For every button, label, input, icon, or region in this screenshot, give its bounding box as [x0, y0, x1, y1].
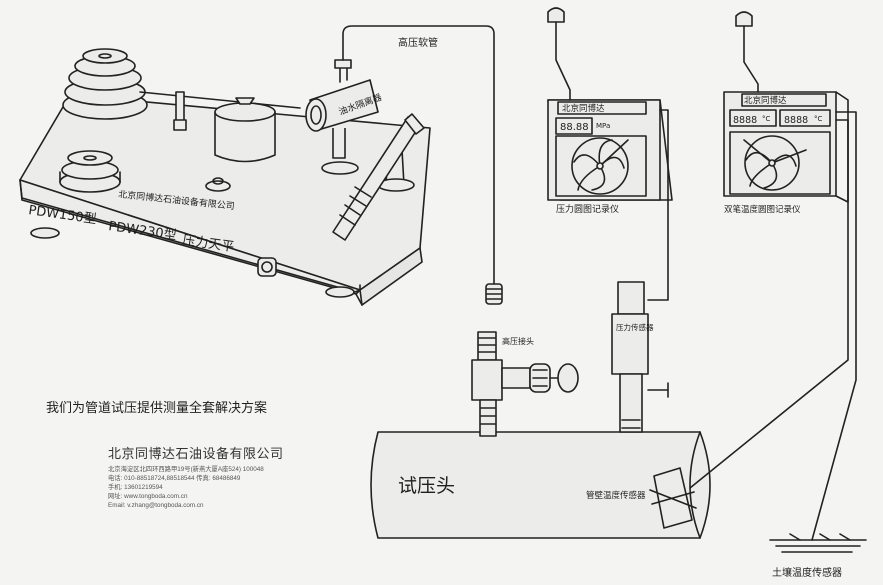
contact-address: 北京海淀区北四环西路甲19号(新燕大厦A座524) 100048 — [108, 465, 308, 474]
pressure-unit: MPa — [596, 122, 610, 130]
pressure-recorder-label: 压力圆图记录仪 — [556, 203, 619, 215]
temperature-recorder — [690, 12, 856, 540]
pressure-balance-device — [20, 49, 430, 305]
test-head-label: 试压头 — [398, 475, 455, 497]
contact-mobile: 手机: 13601219594 — [108, 483, 308, 492]
pressure-reading: 88.88 — [560, 122, 589, 133]
contact-phone: 电话: 010-88518724,88518544 传真: 68486849 — [108, 474, 308, 483]
contact-block: 北京同博达石油设备有限公司 北京海淀区北四环西路甲19号(新燕大厦A座524) … — [108, 443, 308, 510]
contact-email[interactable]: Email: v.zhang@tongboda.com.cn — [108, 501, 308, 510]
pipe-wall-sensor-label: 管壁温度传感器 — [586, 490, 646, 501]
temp-unit-1: °C — [762, 115, 771, 123]
pressure-sensor — [612, 282, 668, 432]
hose-connector — [486, 284, 502, 304]
connector-label: 高压接头 — [502, 336, 534, 346]
soil-sensor — [770, 534, 866, 552]
hose-label: 高压软管 — [398, 36, 438, 49]
temp-recorder-title: 北京同博达 — [744, 95, 787, 106]
contact-website[interactable]: 网址: www.tongboda.com.cn — [108, 492, 308, 501]
pressure-sensor-label: 压力传感器 — [616, 322, 654, 332]
temp-reading-2: 8888 — [784, 115, 808, 126]
slogan-text: 我们为管道试压提供测量全套解决方案 — [46, 400, 267, 416]
valve-assembly — [472, 332, 578, 436]
pressure-recorder-title: 北京同博达 — [562, 103, 605, 114]
soil-sensor-label: 土壤温度传感器 — [772, 566, 842, 579]
contact-company: 北京同博达石油设备有限公司 — [108, 443, 308, 462]
temp-recorder-label: 双笔温度圆图记录仪 — [724, 204, 801, 215]
temp-unit-2: °C — [814, 115, 823, 123]
temp-reading-1: 8888 — [733, 115, 757, 126]
pressure-recorder — [548, 8, 672, 300]
